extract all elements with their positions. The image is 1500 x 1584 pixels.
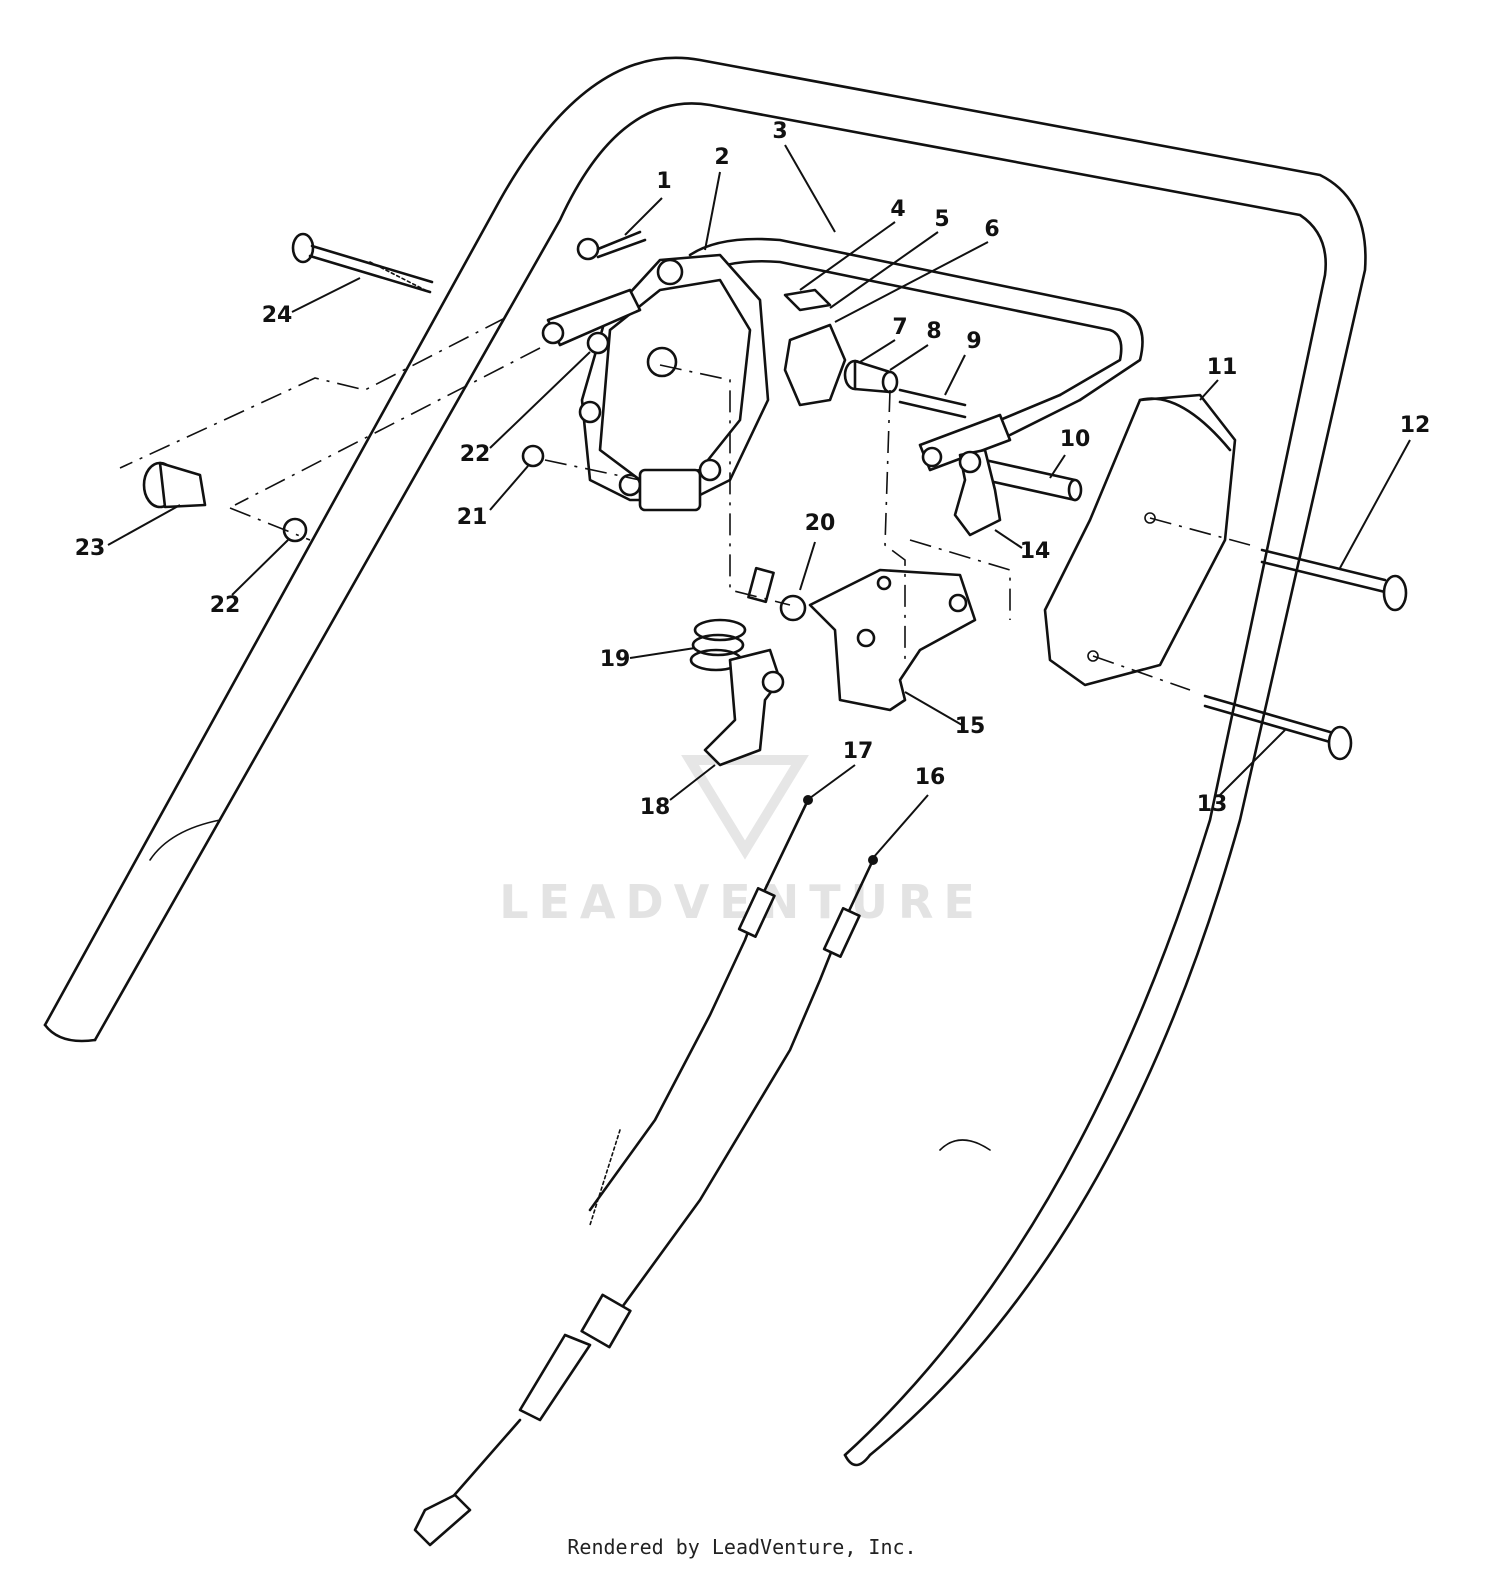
nut-22-upper: [586, 331, 610, 355]
cable-17: [588, 795, 813, 1226]
part-20-washer: [779, 594, 807, 622]
part-7-8-shaft: [843, 359, 899, 394]
callout-21: 21: [457, 505, 488, 530]
part-14: [953, 448, 1002, 537]
callout-14: 14: [1020, 539, 1051, 564]
callout-11: 11: [1207, 355, 1238, 380]
callout-7: 7: [892, 315, 907, 340]
callout-19: 19: [600, 647, 631, 672]
watermark-text: LEADVENTURE: [499, 875, 985, 929]
part-6-lever: [783, 323, 847, 407]
bracket-arm: [541, 288, 642, 347]
callout-12: 12: [1400, 413, 1431, 438]
bracket-15: [808, 568, 977, 712]
bolt-24: [291, 232, 434, 294]
callout-6: 6: [984, 217, 999, 242]
cover-11: [1043, 393, 1237, 687]
callout-17: 17: [843, 739, 874, 764]
part-18-trigger: [703, 648, 785, 767]
callout-numbers: 1 2 3 4 5 6 7 8 9 10 11 12 13 14 15 16 1…: [75, 119, 1431, 820]
callout-16: 16: [915, 765, 946, 790]
callout-15: 15: [955, 714, 986, 739]
callout-8: 8: [926, 319, 941, 344]
callout-24: 24: [262, 303, 293, 328]
callout-23: 23: [75, 536, 106, 561]
cable-16: [413, 855, 878, 1547]
watermark: LEADVENTURE: [499, 755, 985, 929]
callout-9: 9: [966, 329, 981, 354]
bolt-12: [1260, 548, 1408, 612]
callout-18: 18: [640, 795, 671, 820]
part-10-rod: [983, 458, 1083, 502]
callout-3: 3: [772, 119, 787, 144]
callout-1: 1: [656, 169, 671, 194]
assembly-lines: [119, 317, 1251, 691]
nut-21: [521, 444, 545, 468]
callout-20: 20: [805, 511, 836, 536]
control-housing: [578, 253, 770, 512]
bolt-1: [576, 230, 647, 261]
callout-4: 4: [890, 197, 905, 222]
bolt-13: [1203, 694, 1353, 761]
nut-22-lower: [282, 517, 308, 543]
leader-lines: [107, 144, 1411, 859]
part-23: [142, 461, 207, 509]
callout-2: 2: [714, 145, 729, 170]
callout-22-lower: 22: [210, 593, 241, 618]
callout-13: 13: [1197, 792, 1228, 817]
part-4-5: [783, 288, 832, 312]
lever-arm: [918, 413, 1012, 472]
footer-credit: Rendered by LeadVenture, Inc.: [567, 1535, 916, 1559]
callout-22-upper: 22: [460, 442, 491, 467]
part-9-rod: [898, 388, 967, 419]
callout-5: 5: [934, 207, 949, 232]
handle-frame: [43, 56, 1367, 1467]
callout-10: 10: [1060, 427, 1091, 452]
